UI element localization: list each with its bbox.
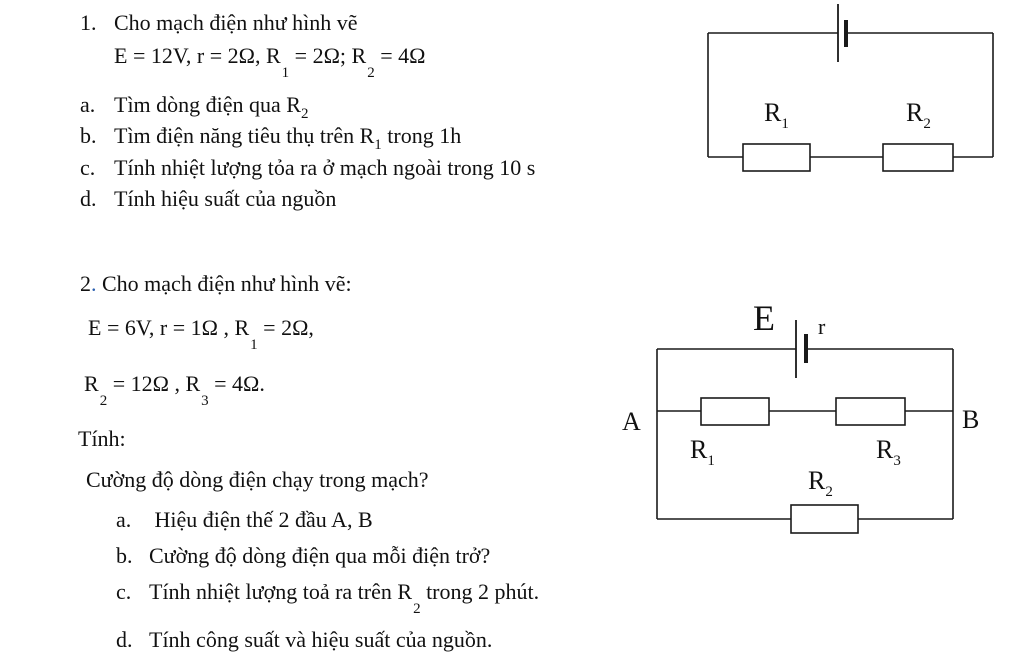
problem2-given-line2: R2 = 12Ω , R3 = 4Ω. [84,370,265,409]
diagram2-b-label: B [962,405,979,434]
problem1-item-c: c. Tính nhiệt lượng tỏa ra ở mạch ngoài t… [80,154,535,182]
given-b: = 12Ω , R [107,371,201,396]
problem2-item-d: d. Tính công suất và hiệu suất của nguồn. [116,626,492,654]
problem1-item-a: a. Tìm dòng điện qua R2 [80,91,308,122]
problem1-given-e: E = 12V, r = 2Ω, R [114,43,281,68]
given-after: = 2Ω, [257,315,314,340]
item-sub: 2 [413,601,421,617]
problem2-intro: Cho mạch điện như hình vẽ: [96,271,352,296]
problem1-given: E = 12V, r = 2Ω, R1 = 2Ω; R2 = 4Ω [114,42,426,81]
item-text: Tính nhiệt lượng tỏa ra ở mạch ngoài tro… [114,155,536,180]
given-a: R [84,371,99,396]
problem1-number: 1. [80,10,97,35]
item-after: trong 1h [381,123,462,148]
given-c: = 4Ω. [208,371,265,396]
problem1-given-mid: = 2Ω; R [289,43,367,68]
item-letter: b. [80,123,97,148]
diagram2-r2-label: R2 [808,466,833,500]
problem2-item-a: a. Hiệu điện thế 2 đầu A, B [116,506,373,534]
resistor-r1-box [742,143,811,172]
problem1-given-r1-sub: 1 [281,65,290,81]
problem2-heading: 2. Cho mạch điện như hình vẽ: [80,270,352,298]
problem2-item-b: b. Cường độ dòng điện qua mỗi điện trở? [116,542,490,570]
item-text: Tính công suất và hiệu suất của nguồn. [149,627,493,652]
problem1-given-end: = 4Ω [374,43,426,68]
given-text: E = 6V, r = 1Ω , R [88,315,250,340]
item-letter: d. [116,627,133,652]
problem1-item-b: b. Tìm điện năng tiêu thụ trên R1 trong 1… [80,122,461,153]
item-letter: c. [116,579,132,604]
item-letter: a. [116,507,132,532]
item-after: trong 2 phút. [420,579,540,604]
item-letter: a. [80,92,96,117]
resistor2-r1-box [700,397,770,426]
problem2-number: 2 [80,271,91,296]
problem2-item-c: c. Tính nhiệt lượng toả ra trên R2 trong … [116,578,540,617]
item-letter: c. [80,155,96,180]
problem2-question: Cường độ dòng điện chạy trong mạch? [86,467,429,492]
problem1-heading: 1. Cho mạch điện như hình vẽ [80,9,358,37]
item-text: Tính nhiệt lượng toả ra trên R [149,579,413,604]
item-letter: d. [80,186,97,211]
problem2-number-dot: . [91,271,97,296]
resistor2-r2-box [790,504,859,534]
problem2-given-line1: E = 6V, r = 1Ω , R1 = 2Ω, [88,314,314,353]
diagram2-r-label: r [818,314,826,339]
resistor2-r3-box [835,397,906,426]
problem1-item-d: d. Tính hiệu suất của nguồn [80,185,336,213]
given-b-sub: 3 [201,393,209,409]
item-letter: b. [116,543,133,568]
problem1-given-r2-sub: 2 [367,65,375,81]
item-sub: 2 [300,106,309,122]
given-sub: 1 [250,337,258,353]
diagram1-r1-label: R1 [764,98,789,132]
item-text: Hiệu điện thế 2 đầu A, B [149,507,373,532]
given-a-sub: 2 [99,393,108,409]
diagram2-e-label: E [753,298,775,338]
item-sub: 1 [374,137,382,153]
diagram2-r3-label: R3 [876,435,901,469]
item-text: Tìm dòng điện qua R [114,92,301,117]
problem1-intro: Cho mạch điện như hình vẽ [114,10,358,35]
diagram1-r2-label: R2 [906,98,931,132]
item-text: Tính hiệu suất của nguồn [114,186,337,211]
item-text: Cường độ dòng điện qua mỗi điện trở? [149,543,491,568]
diagram2-r1-label: R1 [690,435,715,469]
item-text: Tìm điện năng tiêu thụ trên R [114,123,375,148]
problem2-calc-label: Tính: [78,426,126,451]
resistor-r2-box [882,143,954,172]
diagram2-a-label: A [622,407,641,436]
